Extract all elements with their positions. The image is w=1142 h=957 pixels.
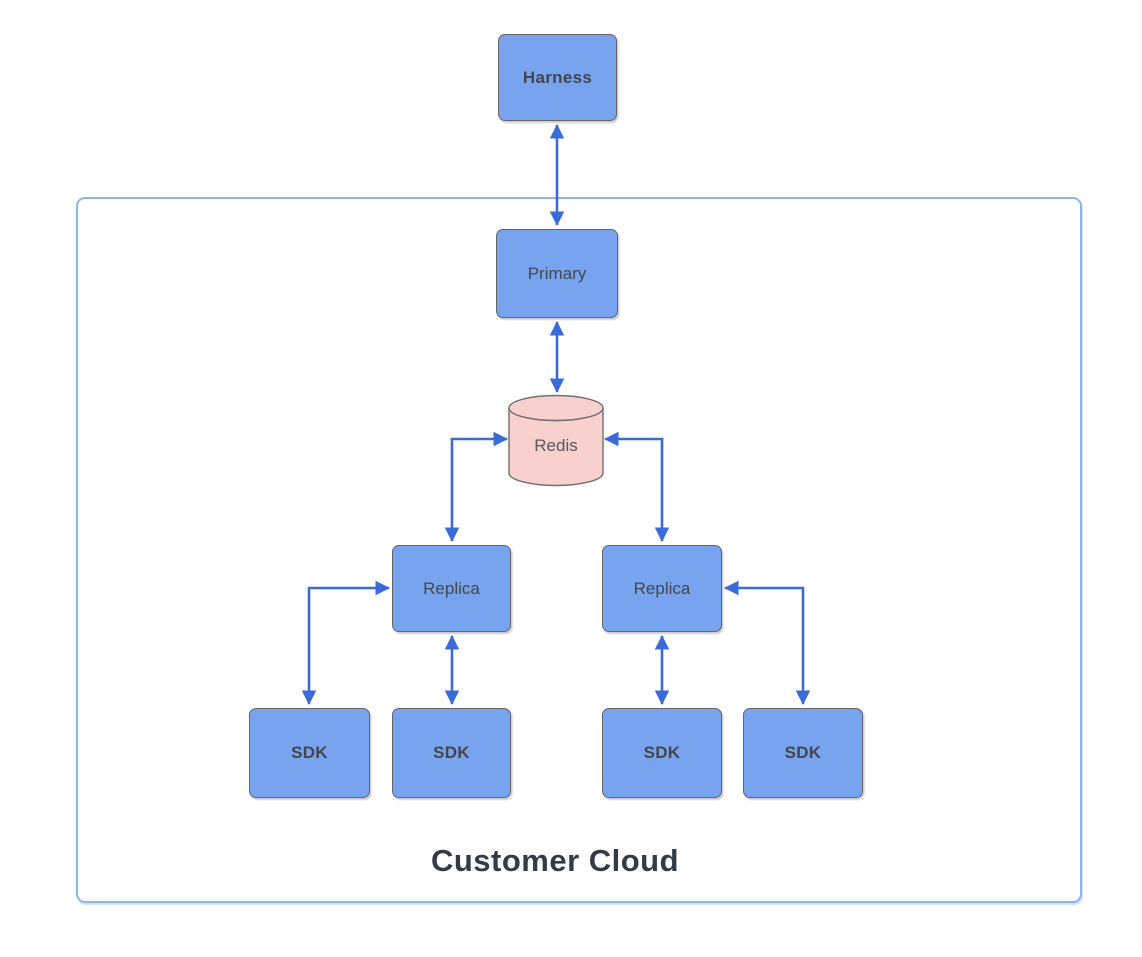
node-primary-label: Primary: [527, 263, 587, 283]
customer-cloud-container: [76, 197, 1082, 903]
node-sdk-3: SDK: [602, 708, 722, 798]
node-replica-right: Replica: [602, 545, 722, 632]
node-sdk-1-label: SDK: [291, 743, 328, 762]
node-harness: Harness: [498, 34, 617, 121]
node-replica-right-label: Replica: [633, 578, 691, 598]
node-replica-left-label: Replica: [423, 578, 480, 598]
node-sdk-1: SDK: [249, 708, 370, 798]
customer-cloud-label: Customer Cloud: [430, 843, 680, 878]
node-harness-label: Harness: [522, 67, 593, 87]
node-replica-left: Replica: [392, 545, 511, 632]
node-redis-label: Redis: [534, 436, 578, 455]
node-sdk-3-label: SDK: [643, 743, 681, 762]
node-sdk-2-label: SDK: [433, 743, 470, 762]
node-sdk-4-label: SDK: [784, 743, 822, 762]
node-primary: Primary: [496, 229, 618, 318]
node-sdk-4: SDK: [743, 708, 863, 798]
node-sdk-2: SDK: [392, 708, 511, 798]
